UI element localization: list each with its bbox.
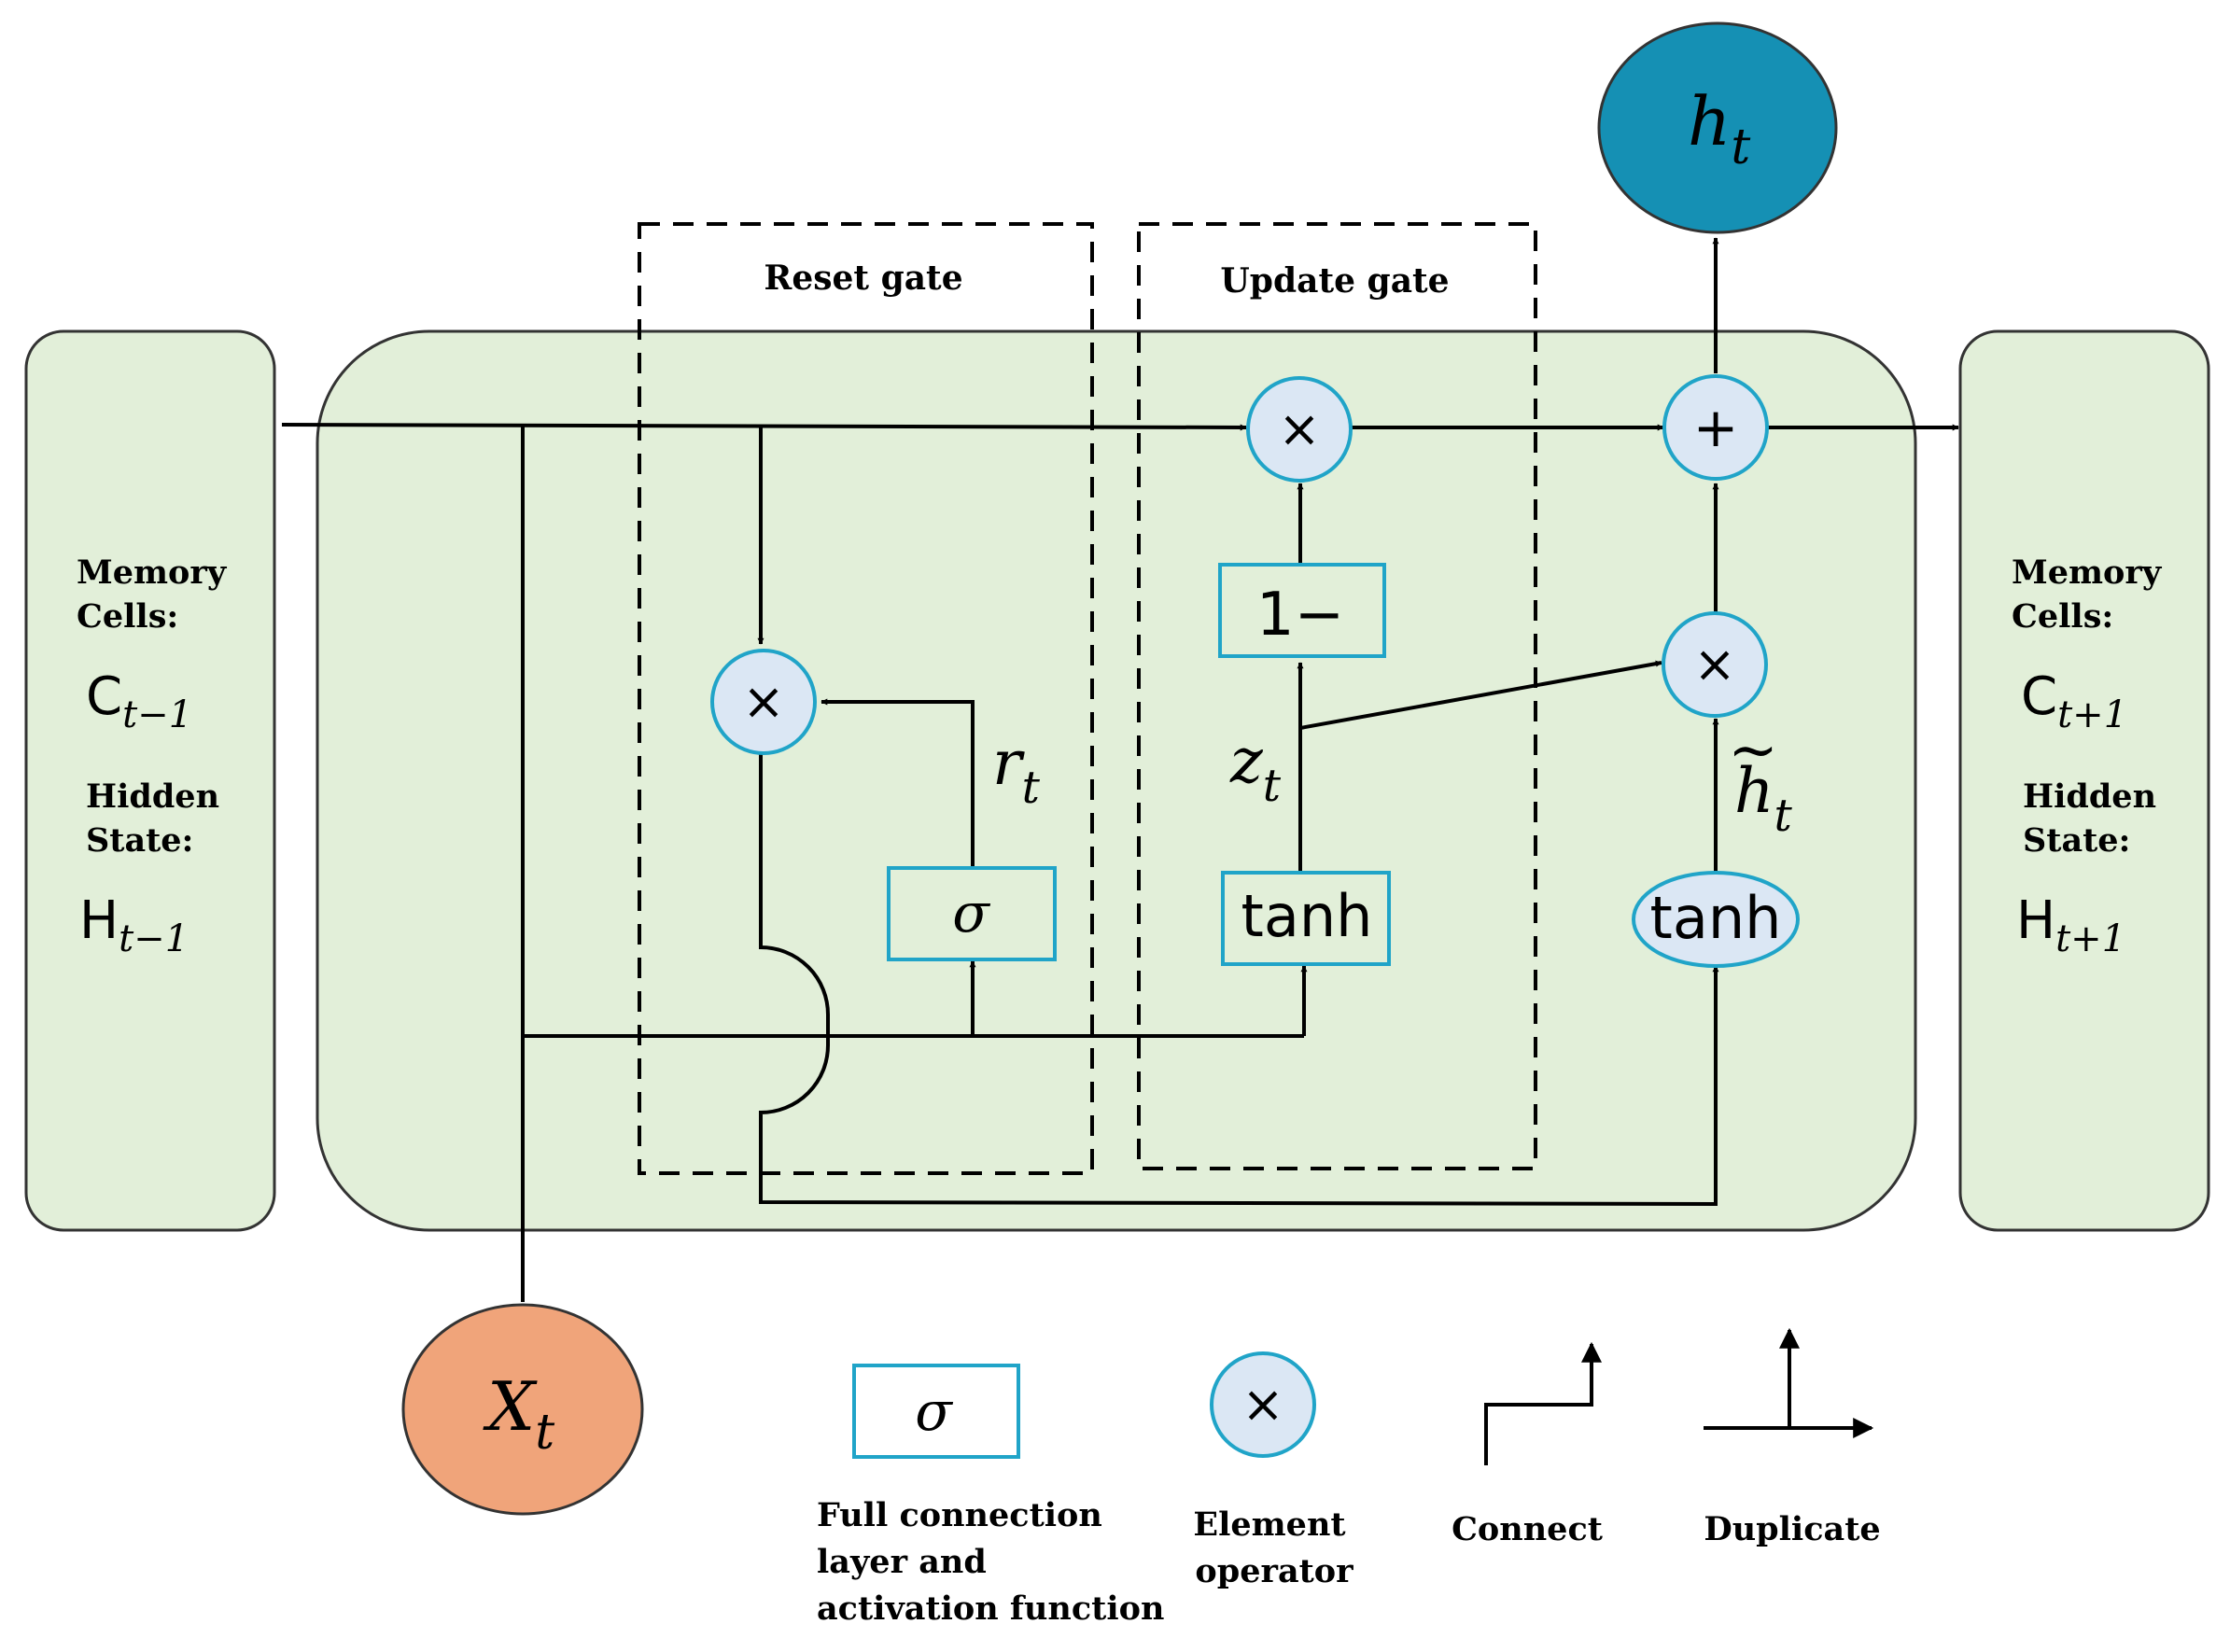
legend-fc-label-2: layer and	[817, 1543, 987, 1581]
tilde-mark: ~	[1728, 716, 1778, 785]
input-label: Xt	[483, 1367, 554, 1461]
legend-op-circle	[1210, 1351, 1316, 1458]
z-to-candidate-multiply	[1299, 660, 1662, 730]
update-multiply-node: ×	[1246, 376, 1353, 483]
input-node: Xt	[401, 1303, 644, 1516]
update-gate-label: Update gate	[1220, 261, 1449, 301]
connections	[281, 237, 1959, 1302]
reset-multiply-to-candidate	[759, 754, 1719, 1207]
legend-op-item: × Element operator	[1193, 1351, 1353, 1590]
legend-connect-label: Connect	[1452, 1510, 1603, 1548]
r-t-label: rt	[992, 727, 1041, 814]
z-t-label: zt	[1229, 725, 1282, 812]
reset-multiply-node: ×	[710, 649, 817, 755]
legend-duplicate-label: Duplicate	[1704, 1510, 1880, 1548]
candidate-multiply-node: ×	[1662, 611, 1768, 718]
hidden-prev-to-update-multiply	[281, 423, 1247, 431]
legend-fc-item: σ Full connection layer and activation f…	[817, 1364, 1164, 1628]
one-minus-box: 1−	[1218, 563, 1386, 658]
legend-op-label-2: operator	[1195, 1552, 1353, 1590]
legend-op-label-1: Element	[1193, 1505, 1345, 1544]
output-label: ht	[1688, 82, 1750, 175]
multiply-symbol: ×	[1693, 635, 1735, 693]
left-hidden-label-1: Hidden	[86, 777, 219, 816]
legend-fc-symbol: σ	[915, 1379, 953, 1443]
reset-gate-label: Reset gate	[764, 259, 962, 298]
right-hidden-label-1: Hidden	[2023, 777, 2156, 816]
multiply-symbol: ×	[1278, 399, 1320, 458]
plus-node: +	[1662, 374, 1769, 481]
left-hidden-label-2: State:	[86, 821, 193, 860]
left-memory-symbol: Ct−1	[86, 666, 192, 736]
reset-gate-box	[638, 222, 1094, 1175]
right-panel-text: Memory Cells: Ct+1 Hidden State: Ht+1	[2012, 553, 2163, 960]
legend-fc-label-1: Full connection	[817, 1496, 1102, 1534]
right-memory-symbol: Ct+1	[2021, 666, 2127, 736]
tanh-update-label: tanh	[1241, 882, 1373, 950]
left-hidden-symbol: Ht−1	[79, 890, 189, 960]
gru-cell-body	[316, 329, 1917, 1232]
legend-connect-item: Connect	[1452, 1341, 1603, 1548]
legend: σ Full connection layer and activation f…	[817, 1327, 1881, 1628]
right-hidden-label-2: State:	[2023, 821, 2130, 860]
right-state-panel	[1958, 329, 2210, 1232]
left-memory-label-1: Memory	[77, 553, 228, 592]
left-panel-text: Memory Cells: Ct−1 Hidden State: Ht−1	[77, 553, 228, 960]
plus-symbol: +	[1693, 396, 1739, 459]
legend-connect-icon	[1484, 1341, 1602, 1465]
right-memory-label-1: Memory	[2012, 553, 2163, 592]
right-memory-label-2: Cells:	[2012, 597, 2113, 636]
multiply-symbol: ×	[742, 672, 784, 731]
tanh-candidate-node: tanh	[1632, 871, 1800, 968]
sigma-symbol: σ	[952, 881, 990, 945]
left-memory-label-2: Cells:	[77, 597, 178, 636]
legend-fc-label-3: activation function	[817, 1589, 1164, 1628]
legend-fc-box	[852, 1364, 1020, 1459]
right-hidden-symbol: Ht+1	[2016, 890, 2125, 960]
h-tilde-label: ~ ht	[1728, 716, 1792, 842]
legend-op-symbol: ×	[1241, 1375, 1283, 1434]
tanh-update-box: tanh	[1221, 871, 1391, 966]
tanh-candidate-label: tanh	[1650, 884, 1782, 952]
sigma-to-reset-multiply	[820, 698, 975, 868]
output-node: ht	[1597, 21, 1838, 234]
one-minus-symbol: 1−	[1256, 581, 1344, 650]
legend-duplicate-item: Duplicate	[1704, 1327, 1881, 1548]
svg-text:ht: ht	[1734, 755, 1793, 842]
left-state-panel	[24, 329, 276, 1232]
sigma-box: σ	[887, 866, 1057, 961]
